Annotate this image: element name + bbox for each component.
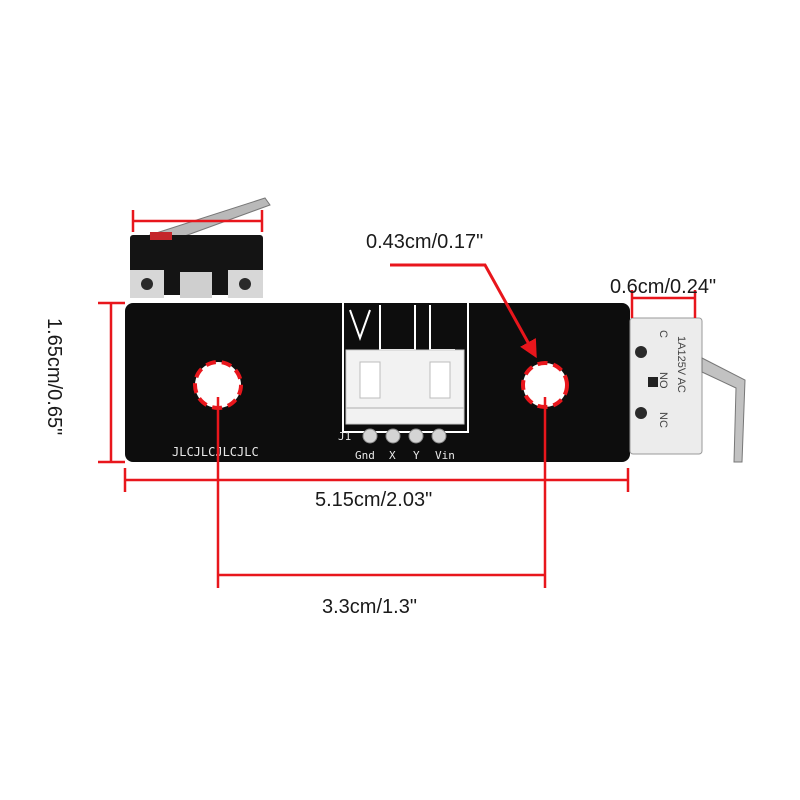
jst-connector bbox=[345, 349, 465, 425]
switch-terminal-slot bbox=[648, 377, 658, 387]
switch-lever-right bbox=[701, 357, 746, 463]
switch-rating: 1A125V AC bbox=[675, 336, 687, 393]
board-height-label: 1.65cm/0.65" bbox=[43, 318, 65, 435]
dimension-switch-top-width bbox=[131, 210, 264, 232]
switch-terminal-hole bbox=[635, 346, 647, 358]
connector-ref: J1 bbox=[338, 430, 351, 443]
pin-label-vin: Vin bbox=[435, 449, 455, 462]
limit-switch-top bbox=[130, 197, 271, 298]
hole-spacing-label: 3.3cm/1.3" bbox=[322, 596, 417, 618]
board-width-label: 5.15cm/2.03" bbox=[315, 489, 432, 511]
dimension-switch-right-width bbox=[630, 290, 697, 318]
switch-pin-nc: NC bbox=[657, 412, 669, 428]
pin-label-gnd: Gnd bbox=[355, 449, 375, 462]
switch-pin-c: C bbox=[657, 330, 669, 338]
dimension-hole-spacing bbox=[216, 397, 547, 588]
dimension-hole-callout bbox=[390, 263, 537, 359]
limit-switch-right: 1A125V AC C NO NC bbox=[629, 317, 746, 463]
switch-terminal-hole bbox=[239, 278, 251, 290]
switch-terminal-2 bbox=[180, 272, 212, 298]
switch-plunger bbox=[150, 232, 172, 240]
silkscreen-label: JLCJLCJLCJLC bbox=[172, 445, 259, 459]
switch-pin-no: NO bbox=[657, 372, 669, 389]
hole-diameter-label: 0.43cm/0.17" bbox=[366, 231, 483, 253]
dimension-board-height bbox=[98, 301, 125, 464]
switch-terminal-hole bbox=[635, 407, 647, 419]
switch-thickness-label: 0.6cm/0.24" bbox=[610, 276, 716, 298]
pin-label-x: X bbox=[389, 449, 396, 462]
switch-body-right bbox=[629, 317, 703, 455]
pin-label-y: Y bbox=[413, 449, 420, 462]
pin-pads bbox=[362, 428, 447, 444]
switch-terminal-hole bbox=[141, 278, 153, 290]
